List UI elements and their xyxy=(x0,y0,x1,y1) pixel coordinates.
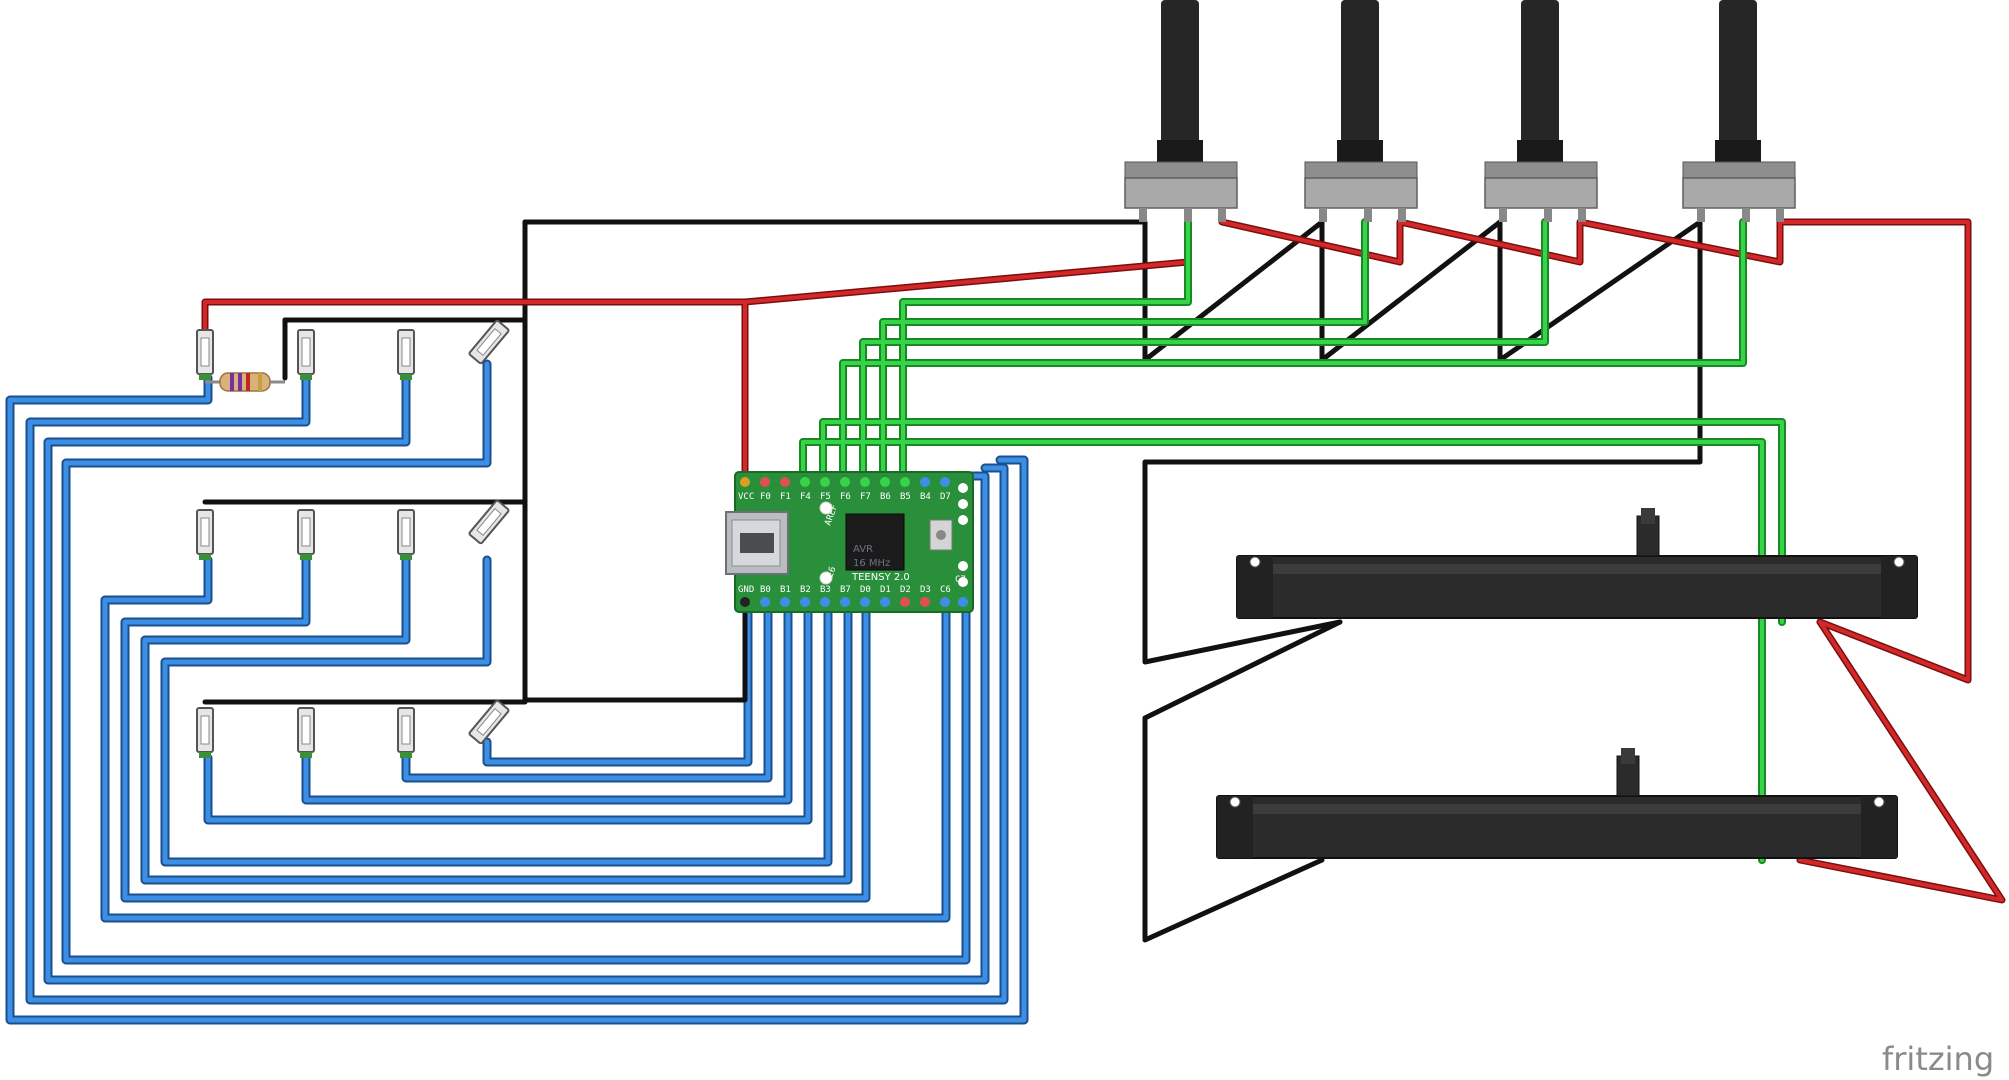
wire-signal xyxy=(901,220,1190,480)
rotary-potentiometer xyxy=(1304,0,1418,222)
rotary-potentiometer xyxy=(1484,0,1598,222)
wire-ground xyxy=(1319,219,1503,363)
wire-digital xyxy=(122,557,869,901)
pin-label: F4 xyxy=(800,492,811,502)
push-button xyxy=(196,329,214,380)
wire-power xyxy=(1798,620,2004,902)
pin-label: F5 xyxy=(820,492,831,502)
pin-label: F1 xyxy=(780,492,791,502)
pin-label-e6: E6 xyxy=(825,565,838,579)
push-button xyxy=(297,329,315,380)
wire-power xyxy=(741,218,1192,479)
pin-label: F0 xyxy=(760,492,771,502)
rotary-potentiometer xyxy=(1682,0,1796,222)
pin-label: B0 xyxy=(760,585,771,595)
bottom-pin-labels: GND B0 B1 B2 B3 B7 D0 D1 D2 D3 C6 C7 xyxy=(738,575,966,595)
wire-ground xyxy=(1142,619,1343,721)
signal-wires-inner xyxy=(801,220,1784,862)
push-button xyxy=(196,509,214,560)
push-button xyxy=(468,319,510,365)
wire-digital xyxy=(484,597,751,765)
resistor xyxy=(205,372,285,392)
push-button xyxy=(297,509,315,560)
slide-potentiometers xyxy=(1216,508,1918,859)
pin-label: C6 xyxy=(940,585,951,595)
pin-label: C7 xyxy=(955,575,966,585)
pin-label: VCC xyxy=(738,492,754,502)
pin-label: F7 xyxy=(860,492,871,502)
wire-digital xyxy=(102,557,949,921)
push-button xyxy=(397,329,415,380)
pin-label: D0 xyxy=(860,585,871,595)
pin-label: F6 xyxy=(840,492,851,502)
wire-digital xyxy=(403,597,771,781)
pin-label: B5 xyxy=(900,492,911,502)
digital-wires-inner xyxy=(7,361,1027,1023)
pin-label: B2 xyxy=(800,585,811,595)
wire-power xyxy=(743,220,1190,477)
wire-ground xyxy=(1142,219,1325,363)
push-button xyxy=(397,509,415,560)
button-grid xyxy=(196,319,510,758)
chip-label-mhz: 16 MHz xyxy=(853,558,890,569)
avr-chip xyxy=(845,513,905,571)
wire-power xyxy=(1220,220,1970,682)
wire-ground xyxy=(522,219,748,703)
chip-label-avr: AVR xyxy=(853,544,873,555)
wire-ground xyxy=(1142,715,1325,943)
teensy-board: AVR 16 MHz xyxy=(725,471,974,613)
push-button xyxy=(196,707,214,758)
wire-digital xyxy=(45,373,988,983)
wire-signal xyxy=(821,420,1784,624)
wire-digital xyxy=(205,597,811,823)
pin-label: GND xyxy=(738,585,754,595)
push-button xyxy=(397,707,415,758)
wire-digital xyxy=(142,557,851,883)
wire-digital xyxy=(401,595,773,783)
potentiometers xyxy=(1124,0,1796,222)
pin-label: B1 xyxy=(780,585,791,595)
wire-digital xyxy=(27,373,1007,1003)
pin-label: D3 xyxy=(920,585,931,595)
pin-label: B7 xyxy=(840,585,851,595)
wire-digital xyxy=(162,557,831,865)
wire-digital xyxy=(7,375,1027,1023)
bottom-pin-holes xyxy=(740,597,968,607)
pin-label: B6 xyxy=(880,492,891,502)
wire-signal xyxy=(861,220,1547,480)
pin-label: D7 xyxy=(940,492,951,502)
slide-potentiometer xyxy=(1216,748,1898,859)
wire-signal xyxy=(801,440,1764,862)
pin-label: B4 xyxy=(920,492,931,502)
board-name-label: TEENSY 2.0 xyxy=(851,572,910,583)
wire-power xyxy=(203,300,747,334)
wire-digital xyxy=(303,597,791,803)
pin-label: D1 xyxy=(880,585,891,595)
wire-ground xyxy=(1142,219,1703,665)
fritzing-watermark: fritzing xyxy=(1882,1040,1994,1078)
wire-ground xyxy=(1497,219,1703,363)
slide-potentiometer xyxy=(1236,508,1918,619)
pin-label: D2 xyxy=(900,585,911,595)
push-button xyxy=(468,499,510,545)
wire-digital xyxy=(63,361,969,963)
top-pin-holes xyxy=(740,477,950,487)
push-button xyxy=(297,707,315,758)
wire-digital xyxy=(25,371,1009,1005)
wire-signal xyxy=(881,220,1367,480)
top-pin-labels: VCC F0 F1 F4 F5 F6 F7 B6 B5 B4 D7 xyxy=(738,492,951,502)
pin-label: B3 xyxy=(820,585,831,595)
rotary-potentiometer xyxy=(1124,0,1238,222)
push-button xyxy=(468,699,510,745)
